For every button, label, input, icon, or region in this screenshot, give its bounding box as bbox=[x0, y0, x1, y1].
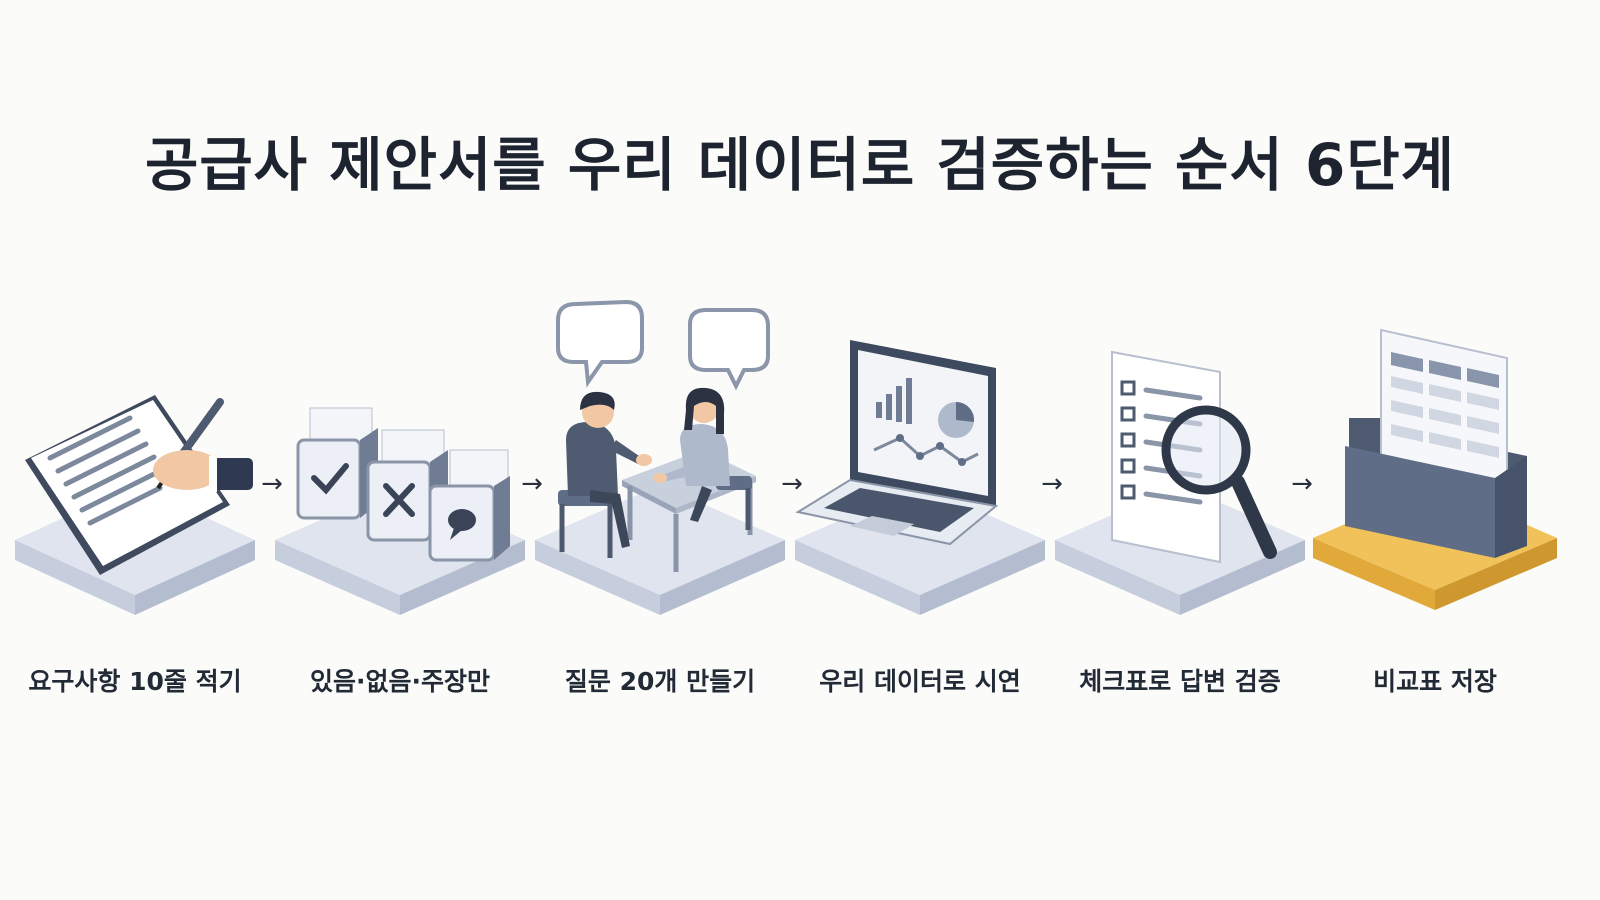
step-4: 우리 데이터로 시연 bbox=[790, 290, 1050, 710]
sorting-bins-icon bbox=[275, 407, 525, 615]
step-3: 질문 20개 만들기 bbox=[530, 290, 790, 710]
step-6: 비교표 저장 bbox=[1305, 290, 1565, 710]
arrow-icon: → bbox=[261, 469, 283, 499]
step-label: 체크표로 답변 검증 bbox=[1079, 667, 1281, 696]
step-label: 있음·없음·주장만 bbox=[310, 667, 490, 696]
laptop-dashboard-icon bbox=[795, 340, 1045, 615]
step-label: 요구사항 10줄 적기 bbox=[28, 667, 242, 696]
step-5: 체크표로 답변 검증 bbox=[1050, 290, 1310, 710]
step-1: 요구사항 10줄 적기 bbox=[5, 290, 265, 710]
step-label: 질문 20개 만들기 bbox=[564, 667, 756, 696]
step-2: 있음·없음·주장만 bbox=[270, 290, 530, 710]
writing-notepad-icon bbox=[15, 395, 255, 615]
folder-table-icon bbox=[1313, 328, 1557, 610]
step-label: 우리 데이터로 시연 bbox=[819, 667, 1021, 696]
arrow-icon: → bbox=[781, 469, 803, 499]
arrow-icon: → bbox=[1291, 469, 1313, 499]
checklist-magnifier-icon bbox=[1055, 350, 1305, 615]
step-label: 비교표 저장 bbox=[1373, 667, 1497, 696]
page-title: 공급사 제안서를 우리 데이터로 검증하는 순서 6단계 bbox=[144, 131, 1456, 199]
arrow-icon: → bbox=[1041, 469, 1063, 499]
arrow-icon: → bbox=[521, 469, 543, 499]
meeting-discussion-icon bbox=[535, 299, 785, 615]
